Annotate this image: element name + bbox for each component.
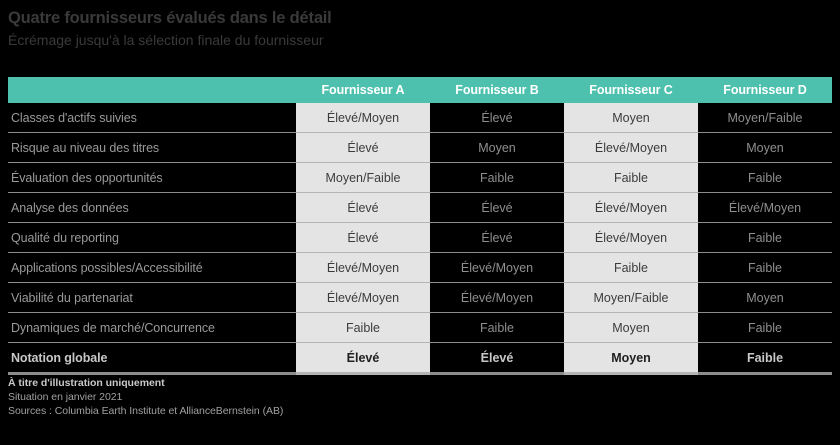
cell-a: Élevé/Moyen [296, 252, 430, 283]
cell-b: Élevé [430, 103, 564, 133]
table-row: Dynamiques de marché/Concurrence Faible … [8, 312, 832, 343]
footnote-asof-date: Situation en janvier 2021 [8, 391, 123, 403]
cell-d: Faible [698, 162, 832, 193]
cell-b: Moyen [430, 132, 564, 163]
cell-c: Moyen [564, 312, 698, 343]
table-row: Risque au niveau des titres Élevé Moyen … [8, 132, 832, 163]
table-row: Applications possibles/Accessibilité Éle… [8, 252, 832, 283]
column-header-fournisseur-a: Fournisseur A [296, 77, 430, 103]
row-label: Classes d'actifs suivies [8, 103, 296, 133]
table-row: Qualité du reporting Élevé Élevé Élevé/M… [8, 222, 832, 253]
cell-b-total: Élevé [430, 342, 564, 375]
cell-b: Élevé [430, 222, 564, 253]
page-title: Quatre fournisseurs évalués dans le déta… [8, 9, 332, 27]
cell-a: Élevé [296, 132, 430, 163]
cell-c: Moyen/Faible [564, 282, 698, 313]
row-label: Qualité du reporting [8, 222, 296, 253]
cell-b: Élevé [430, 192, 564, 223]
row-label: Analyse des données [8, 192, 296, 223]
cell-a: Faible [296, 312, 430, 343]
cell-d: Faible [698, 312, 832, 343]
matrix-table: Fournisseur A Fournisseur B Fournisseur … [8, 77, 832, 375]
title-block: Quatre fournisseurs évalués dans le déta… [8, 0, 832, 49]
cell-d: Moyen [698, 282, 832, 313]
cell-c: Faible [564, 252, 698, 283]
row-label: Applications possibles/Accessibilité [8, 252, 296, 283]
footnotes: À titre d'illustration uniquement Situat… [8, 376, 708, 418]
cell-d: Faible [698, 252, 832, 283]
table-row: Évaluation des opportunités Moyen/Faible… [8, 162, 832, 193]
page-subtitle: Écrémage jusqu'à la sélection finale du … [8, 32, 324, 48]
cell-a: Élevé/Moyen [296, 282, 430, 313]
table-row-total: Notation globale Élevé Élevé Moyen Faibl… [8, 342, 832, 375]
table-row: Classes d'actifs suivies Élevé/Moyen Éle… [8, 103, 832, 133]
cell-c: Élevé/Moyen [564, 222, 698, 253]
cell-a-total: Élevé [296, 342, 430, 375]
column-header-fournisseur-d: Fournisseur D [698, 77, 832, 103]
table-row: Analyse des données Élevé Élevé Élevé/Mo… [8, 192, 832, 223]
cell-c: Élevé/Moyen [564, 132, 698, 163]
row-label: Dynamiques de marché/Concurrence [8, 312, 296, 343]
table-head: Fournisseur A Fournisseur B Fournisseur … [8, 77, 832, 103]
column-header-fournisseur-c: Fournisseur C [564, 77, 698, 103]
cell-c: Moyen [564, 103, 698, 133]
cell-a: Moyen/Faible [296, 162, 430, 193]
cell-b: Élevé/Moyen [430, 252, 564, 283]
cell-b: Faible [430, 312, 564, 343]
row-label: Risque au niveau des titres [8, 132, 296, 163]
row-label: Viabilité du partenariat [8, 282, 296, 313]
cell-c: Faible [564, 162, 698, 193]
column-header-fournisseur-b: Fournisseur B [430, 77, 564, 103]
table-body: Classes d'actifs suivies Élevé/Moyen Éle… [8, 103, 832, 375]
cell-a: Élevé [296, 192, 430, 223]
cell-d-total: Faible [698, 342, 832, 375]
supplier-comparison-table: Fournisseur A Fournisseur B Fournisseur … [8, 77, 832, 375]
cell-d: Moyen/Faible [698, 103, 832, 133]
cell-a: Élevé [296, 222, 430, 253]
cell-c: Élevé/Moyen [564, 192, 698, 223]
table-row: Viabilité du partenariat Élevé/Moyen Éle… [8, 282, 832, 313]
footnote-sources: Sources : Columbia Earth Institute et Al… [8, 405, 284, 417]
cell-d: Élevé/Moyen [698, 192, 832, 223]
row-label-total: Notation globale [8, 342, 296, 375]
cell-b: Faible [430, 162, 564, 193]
footnote-disclaimer: À titre d'illustration uniquement [8, 377, 165, 389]
column-header-rowlabel [8, 77, 296, 103]
cell-c-total: Moyen [564, 342, 698, 375]
cell-b: Élevé/Moyen [430, 282, 564, 313]
cell-d: Faible [698, 222, 832, 253]
cell-d: Moyen [698, 132, 832, 163]
cell-a: Élevé/Moyen [296, 103, 430, 133]
header-row: Fournisseur A Fournisseur B Fournisseur … [8, 77, 832, 103]
row-label: Évaluation des opportunités [8, 162, 296, 193]
